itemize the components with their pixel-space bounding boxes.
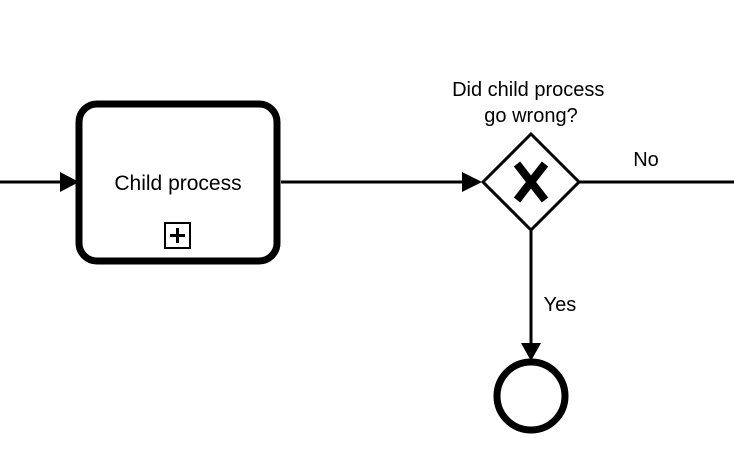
yes-sequence-flow[interactable] (521, 230, 541, 361)
incoming-sequence-flow[interactable] (0, 172, 79, 192)
exclusive-x-icon (513, 161, 549, 203)
collapsed-subprocess-plus-icon[interactable] (164, 222, 191, 249)
child-process-task[interactable]: Child process (75, 100, 281, 265)
task-to-gateway-flow[interactable] (281, 172, 482, 192)
gateway-question-label: Did child process go wrong? (452, 79, 610, 127)
exclusive-gateway[interactable] (480, 131, 582, 233)
task-label: Child process (114, 172, 241, 195)
end-event[interactable] (493, 358, 569, 434)
no-flow-label: No (633, 149, 659, 171)
yes-flow-label: Yes (544, 294, 577, 316)
